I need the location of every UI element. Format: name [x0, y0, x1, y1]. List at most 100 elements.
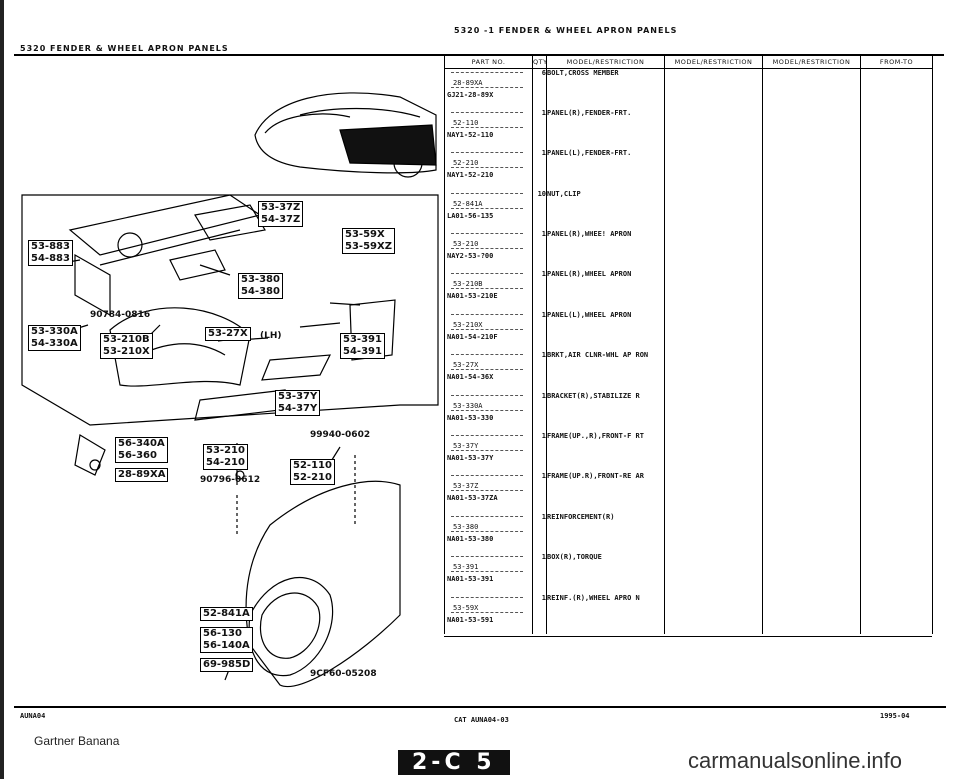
section-header: 5320 FENDER & WHEEL APRON PANELS — [20, 44, 229, 53]
catalog-number: LA01-56-135 — [447, 211, 494, 220]
qty-cell: 6 — [532, 68, 547, 109]
empty-cell — [762, 472, 861, 513]
part-key: 53-210B — [451, 273, 523, 290]
qty-cell: 1 — [532, 351, 547, 392]
part-key: 53-27X — [451, 354, 523, 371]
qty-cell: 1 — [532, 553, 547, 594]
part-no-cell: 53-37Z NA01-53-37ZA — [444, 472, 533, 513]
catalog-number: NA01-53-210E — [447, 292, 498, 301]
part-key: 53-210X — [451, 313, 523, 330]
footer-rule — [14, 706, 946, 708]
catalog-number: NA01-53-37ZA — [447, 494, 498, 503]
empty-cell — [664, 108, 763, 150]
catalog-number: NAY1-52-210 — [447, 171, 494, 180]
exploded-view-drawing — [21, 92, 439, 688]
empty-cell — [860, 472, 933, 513]
description-cell: BRKT,AIR CLNR-WHL AP RON — [546, 351, 665, 392]
empty-cell — [664, 310, 763, 352]
empty-cell — [664, 68, 763, 109]
catalog-number: GJ21-28-89X — [447, 91, 494, 99]
empty-cell — [860, 189, 933, 231]
empty-cell — [664, 512, 763, 554]
part-key: 53-37Y — [451, 435, 523, 452]
description-cell: PANEL(L),FENDER-FRT. — [546, 149, 665, 190]
description-cell: FRAME(UP.R),FRONT-RE AR — [546, 472, 665, 513]
part-key: 53-380 — [451, 515, 523, 532]
table-header: PART NO. QTY MODEL/RESTRICTION MODEL/RES… — [444, 55, 933, 69]
empty-cell — [664, 391, 763, 433]
empty-cell — [664, 270, 763, 311]
empty-cell — [762, 351, 861, 392]
empty-cell — [860, 432, 933, 473]
catalog-number: NAY1-52-110 — [447, 130, 494, 139]
qty-cell: 1 — [532, 512, 547, 554]
qty-cell: 1 — [532, 391, 547, 433]
empty-cell — [762, 593, 861, 634]
callout-53-27x: 53-27X — [205, 327, 251, 341]
description-cell: BOLT,CROSS MEMBER — [546, 68, 665, 109]
catalog-number: NA01-53-591 — [447, 615, 494, 624]
catalog-number: NA01-53-391 — [447, 575, 494, 584]
empty-cell — [664, 351, 763, 392]
qty-cell: 1 — [532, 230, 547, 271]
empty-cell — [762, 189, 861, 231]
empty-cell — [860, 310, 933, 352]
catalog-number: NAY2-53-?00 — [447, 252, 494, 261]
col-part-no: PART NO. — [444, 55, 533, 69]
empty-cell — [860, 68, 933, 109]
empty-cell — [860, 230, 933, 271]
qty-cell: 1 — [532, 270, 547, 311]
description-cell: PANEL(R),WHEEL APRON — [546, 270, 665, 311]
part-90784: 90784-0816 — [90, 310, 151, 320]
empty-cell — [664, 149, 763, 190]
empty-cell — [664, 593, 763, 634]
part-key: 53-330A — [451, 394, 523, 411]
qty-cell: 1 — [532, 593, 547, 634]
footer-right: 1995-04 — [880, 712, 910, 720]
top-header: 5320 -1 FENDER & WHEEL APRON PANELS — [454, 26, 678, 35]
empty-cell — [762, 310, 861, 352]
col-from-to: FROM-TO — [860, 55, 933, 69]
empty-cell — [762, 432, 861, 473]
qty-cell: 1 — [532, 149, 547, 190]
part-no-cell: 53-210B NA01-53-210E — [444, 270, 533, 311]
empty-cell — [664, 230, 763, 271]
catalog-number: NA01-54-210F — [447, 332, 498, 341]
part-key: 53-37Z — [451, 475, 523, 492]
lh-label: (LH) — [260, 331, 282, 341]
col-model-2: MODEL/RESTRICTION — [664, 55, 763, 69]
description-cell: REINFORCEMENT(R) — [546, 512, 665, 554]
table-bottom-rule — [444, 636, 932, 637]
empty-cell — [860, 149, 933, 190]
callout-28-89xa: 28-89XA — [115, 468, 169, 482]
scan-edge — [0, 0, 4, 779]
empty-cell — [762, 391, 861, 433]
empty-cell — [860, 553, 933, 594]
page-tag: 2-C 5 — [398, 750, 510, 775]
empty-cell — [762, 149, 861, 190]
description-cell: FRAME(UP.,R),FRONT-F RT — [546, 432, 665, 473]
part-key: 53-210 — [451, 233, 523, 250]
drawing-number: 9CF60-05208 — [310, 669, 377, 679]
col-model-1: MODEL/RESTRICTION — [546, 55, 665, 69]
